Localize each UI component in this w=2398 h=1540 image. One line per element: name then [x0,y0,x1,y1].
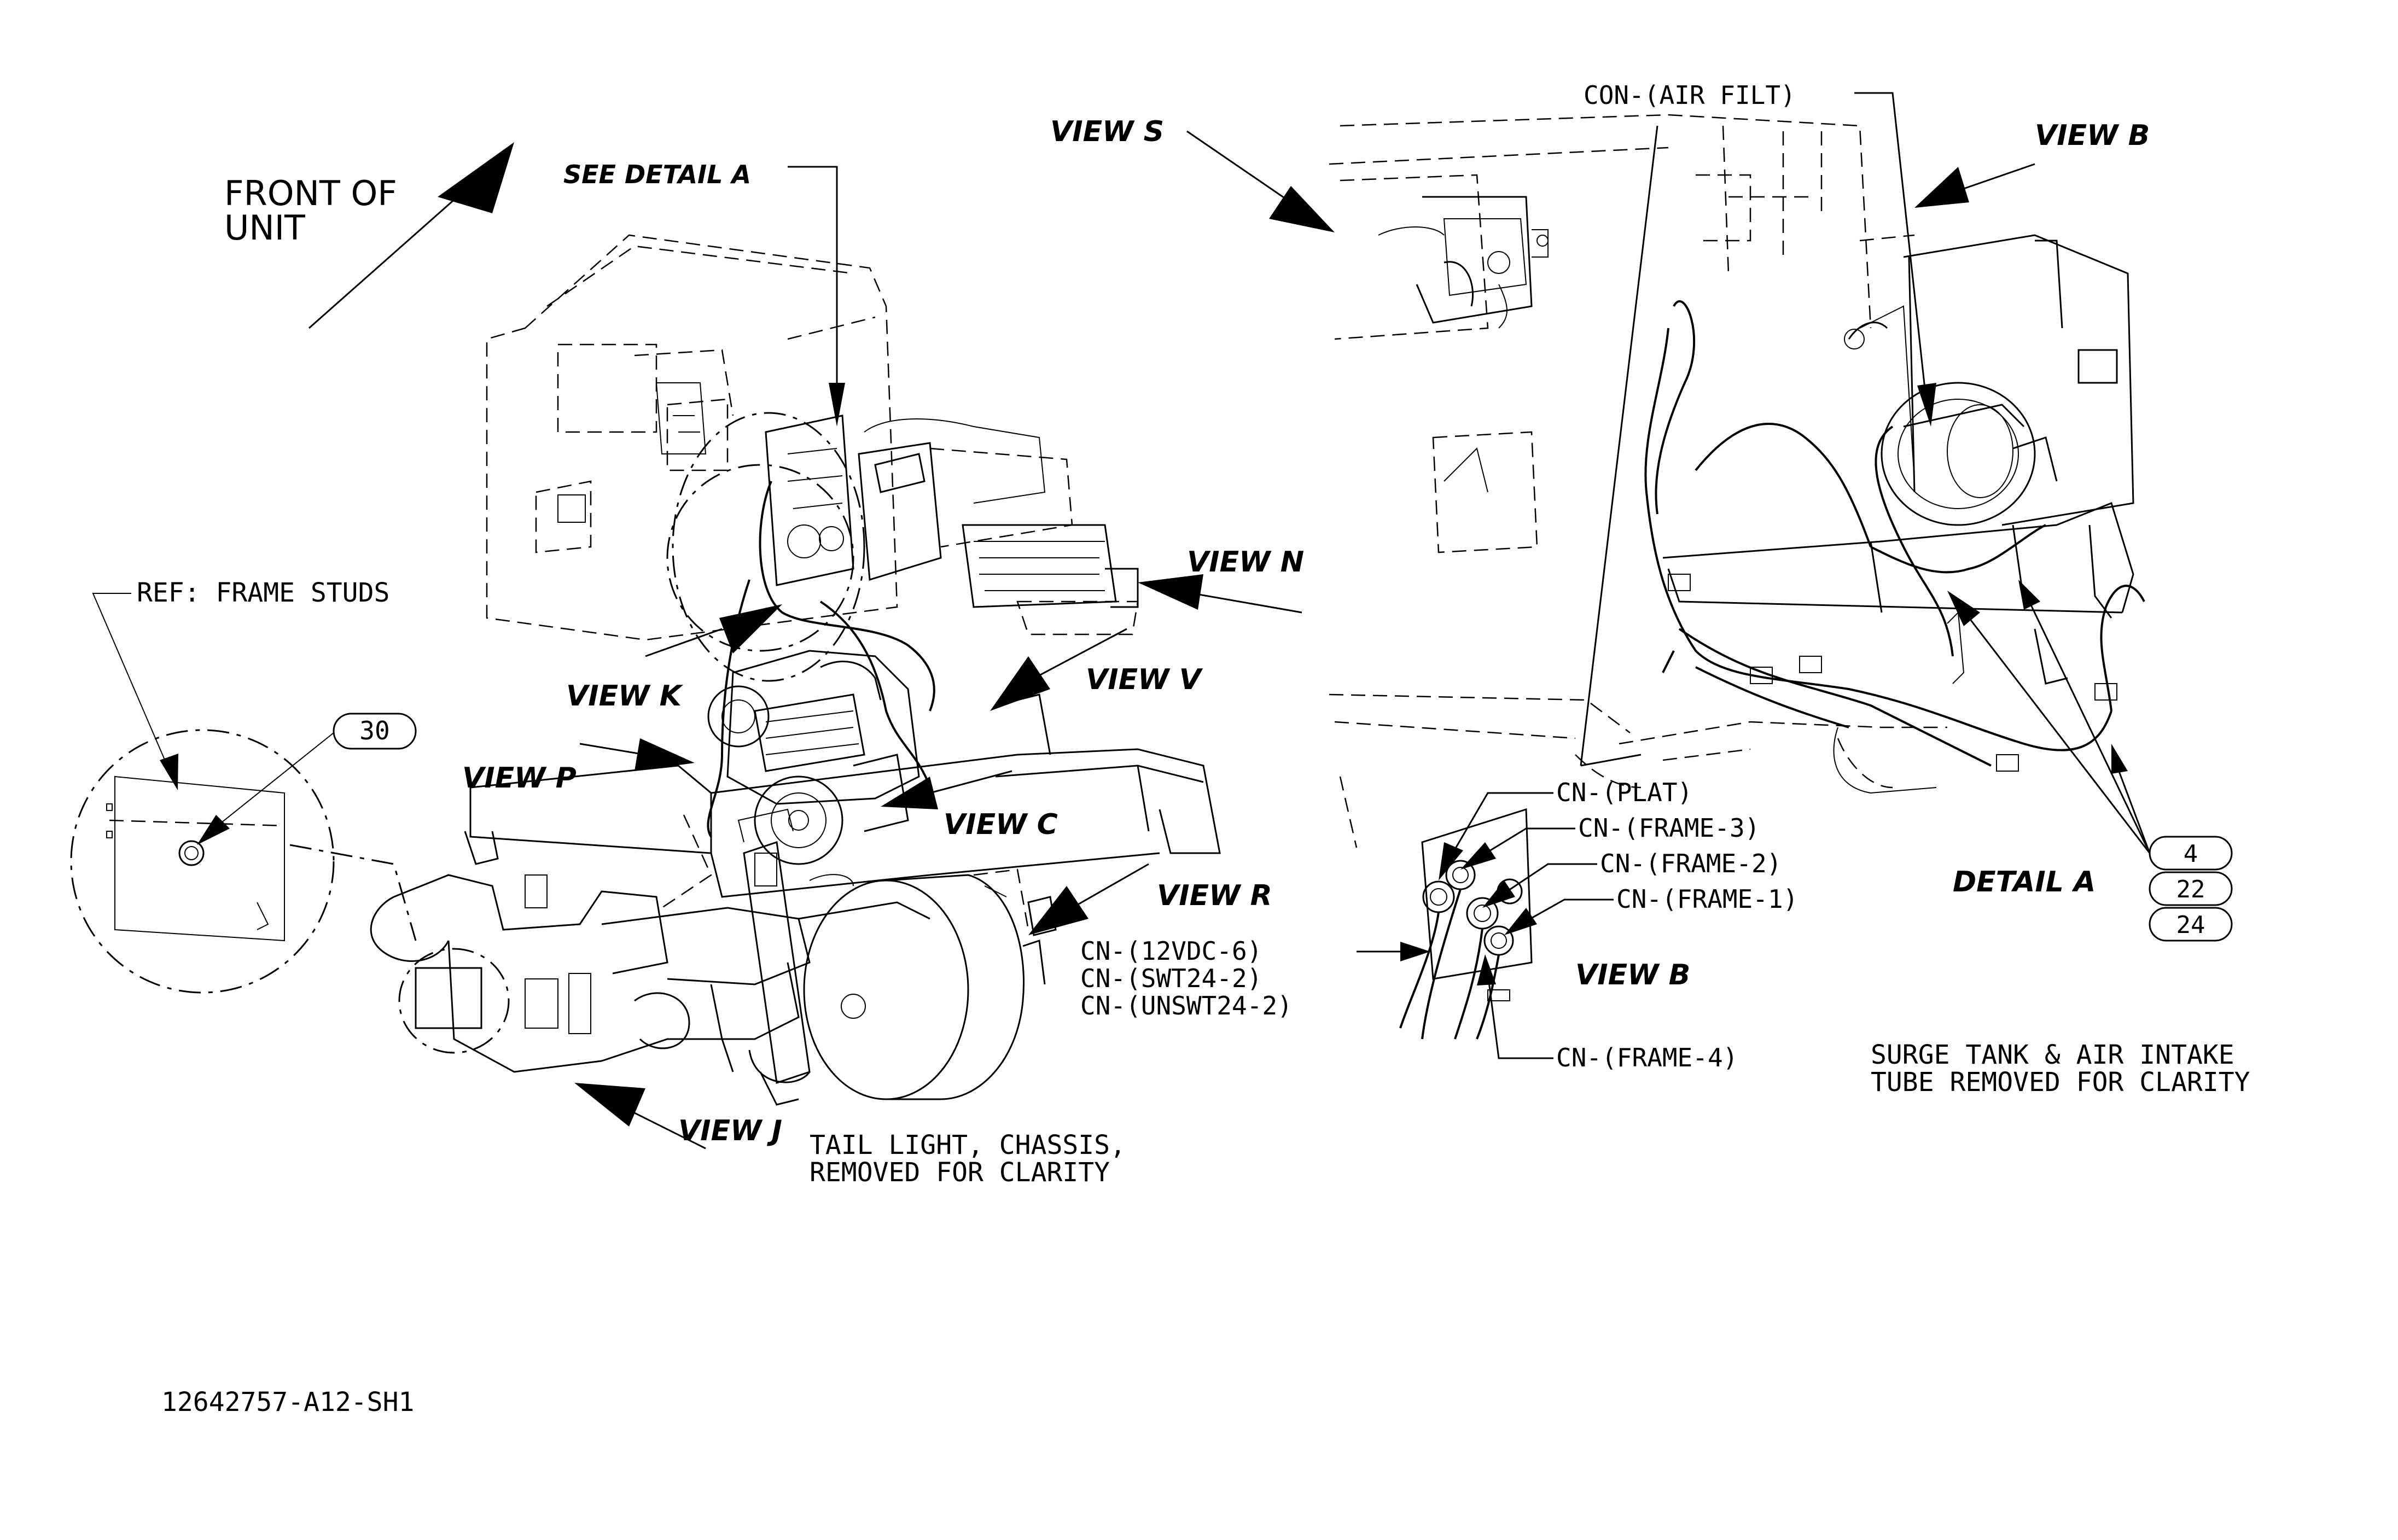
ref-frame-studs-label: REF: FRAME STUDS [137,578,389,608]
notes: TAIL LIGHT, CHASSIS, REMOVED FOR CLARITY… [161,1040,2250,1418]
con-air-filt-label: CON-(AIR FILT) [1584,80,1796,110]
cn-swt24-2-label: CN-(SWT24-2) [1080,964,1262,993]
view-c-label: VIEW C [944,808,1058,841]
balloon-30-number: 30 [359,716,389,745]
balloon-24: 24 [2149,907,2233,942]
cn-frame-3-label: CN-(FRAME-3) [1578,813,1760,843]
view-b-top-label: VIEW B [2035,119,2150,152]
view-b-bottom-label: VIEW B [1575,959,1690,991]
note-surge-tank-line2: TUBE REMOVED FOR CLARITY [1871,1067,2250,1098]
cn-plat-label: CN-(PLAT) [1556,778,1692,807]
view-v-label: VIEW V [1086,663,1203,696]
front-of-unit-indicator: FRONT OF UNIT [224,142,514,329]
balloon-22: 22 [2149,871,2233,906]
view-r-label: VIEW R [1157,879,1272,912]
left-view-arrows [574,166,1302,1150]
balloon-30: 30 [333,713,417,750]
cn-frame-4-label: CN-(FRAME-4) [1556,1043,1738,1072]
view-labels: SEE DETAIL A VIEW S VIEW B VIEW N VIEW K… [462,115,2150,1147]
note-tail-light-line1: TAIL LIGHT, CHASSIS, [810,1130,1126,1160]
right-view-arrows [1186,92,2151,1059]
view-k-label: VIEW K [566,680,684,713]
front-of-unit-label-line2: UNIT [224,208,306,248]
note-surge-tank-line1: SURGE TANK & AIR INTAKE [1871,1040,2234,1070]
cn-frame-1-label: CN-(FRAME-1) [1616,884,1798,914]
cn-12vdc-6-label: CN-(12VDC-6) [1080,936,1262,966]
balloon-24-number: 24 [2176,911,2205,939]
cn-frame-2-label: CN-(FRAME-2) [1600,849,1782,878]
view-s-label: VIEW S [1050,115,1164,148]
view-j-label: VIEW J [678,1115,782,1147]
connector-labels: CON-(AIR FILT) CN-(PLAT) CN-(FRAME-3) CN… [1080,80,1798,1072]
see-detail-a-label: SEE DETAIL A [563,160,751,189]
view-p-label: VIEW P [462,762,577,795]
detail-a-label: DETAIL A [1953,866,2096,899]
vehicle-isometric-view [370,234,1221,1106]
cn-unswt24-2-label: CN-(UNSWT24-2) [1080,991,1293,1020]
drawing-number: 12642757-A12-SH1 [161,1387,414,1418]
view-n-label: VIEW N [1187,546,1304,579]
balloon-4-number: 4 [2184,840,2198,868]
front-of-unit-label-line1: FRONT OF [224,173,397,213]
note-tail-light-line2: REMOVED FOR CLARITY [810,1157,1110,1188]
balloon-4: 4 [2149,836,2233,871]
frame-studs-detail: REF: FRAME STUDS [70,578,417,994]
view-b-detail [1329,114,2145,1040]
balloon-22-number: 22 [2176,876,2205,903]
